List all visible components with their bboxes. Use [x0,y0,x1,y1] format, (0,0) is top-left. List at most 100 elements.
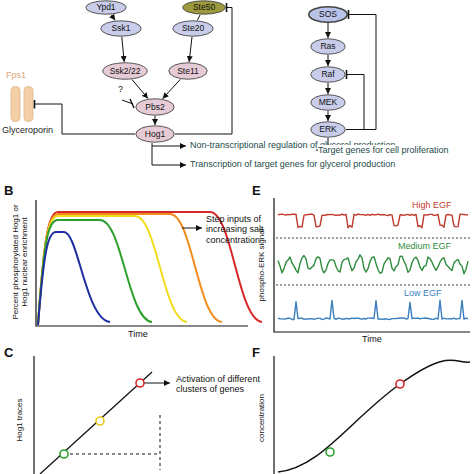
kinase-node: ERK [310,121,346,138]
activation-connector [189,37,192,62]
node-shape [86,1,126,14]
kinase-node: Ste11 [168,62,208,80]
node-label: SOS [319,10,337,19]
response-curve [38,216,187,325]
protein-node: Ypd1 [85,0,127,15]
node-label: Ste20 [182,24,204,33]
inhibition-connector [346,15,376,130]
annotation-text: Activation of different clusters of gene… [176,374,272,395]
panel-letter: C [4,346,13,361]
activation-connector [197,15,200,20]
channel-subunit [11,87,20,122]
kinase-node: Pbs2 [135,98,175,116]
threshold-marker [396,380,404,388]
channel-node: Fps1Glyceroporin [10,86,34,122]
annotation-text: Low EGF [404,288,442,298]
annotation-text: Transcription of target genes for glycer… [190,159,430,169]
axis-label: Percent phosphorylated Hog1 or Hog1 nucl… [11,199,29,325]
output-arrow [152,143,186,165]
threshold-marker [136,379,144,387]
panel-letter: E [252,184,261,199]
erk-traces [278,214,468,319]
threshold-marker [326,448,334,456]
node-shape [136,99,174,115]
node-label: Raf [321,70,334,79]
axis-label: concentration [257,373,266,463]
annotation-text: Time [362,334,382,344]
annotation-text: ? [118,84,123,94]
dashed-guide [160,415,161,470]
kinase-node: Raf [310,66,346,83]
node-label: Ssk1 [112,24,131,33]
axis-lines [33,356,34,474]
activation-connector [163,79,181,98]
channel-subunit [24,87,33,122]
panel-letter: B [4,184,13,199]
activation-connector [328,111,329,121]
output-arrow [152,146,186,147]
signal-trace [278,300,468,319]
activation-connector [328,83,329,94]
node-label: Ypd1 [96,3,115,12]
node-shape [103,63,147,79]
dose-curve [278,360,470,472]
node-label: Ste11 [177,67,199,76]
node-shape [136,126,174,142]
dotted-separator [276,238,470,239]
node-label: Pbs2 [145,103,164,112]
node-label: Ste50 [193,3,215,12]
inhibition-connector [175,8,232,135]
node-outline [10,86,34,122]
inhibition-bar [130,99,134,108]
annotation-text: Target genes for cell proliferation [318,145,468,155]
dotted-separator [276,285,470,286]
kinase-node: Hog1 [135,125,175,143]
annotation-text: Step inputs of increasing salt concentra… [206,214,292,245]
inhibition-connector [346,75,364,130]
response-curve [38,220,152,325]
node-shape [309,7,347,22]
activation-connector [111,15,115,20]
protein-node: Ssk1 [100,20,142,37]
node-label: MEK [319,98,337,107]
dashed-guide [64,454,160,455]
node-caption: Glyceroporin [2,126,53,135]
node-shape [173,21,213,36]
node-label: Ras [320,42,335,51]
activation-connector [328,23,329,38]
node-shape [169,63,207,79]
node-shape [311,95,345,110]
kinase-node: Ssk2/22 [102,62,148,80]
response-curve [38,214,222,325]
activation-connector [155,116,156,125]
protein-node: Ras [310,38,346,55]
protein-node: Ste20 [172,20,214,37]
node-shape [311,39,345,54]
threshold-marker [96,417,104,425]
axis-lines [273,356,274,474]
protein-node: SOS [308,6,348,23]
node-label: ERK [319,125,336,134]
annotation-arrow [182,228,202,229]
node-label: Fps1 [6,71,26,80]
inhibition-connector [34,104,135,134]
adaptor-node: Ste50 [182,0,226,15]
axis-label: phospho-ERK signal [257,210,266,320]
signal-trace [278,214,468,228]
node-shape [183,1,225,14]
annotation-text: High EGF [412,200,452,210]
kinase-node: MEK [310,94,346,111]
axis-lines [274,198,470,332]
annotation-text: Time [128,329,148,339]
node-label: Hog1 [145,130,165,139]
panel-letter: F [252,346,260,361]
node-shape [311,67,345,82]
trend-line [40,372,152,474]
signal-trace [278,255,468,274]
annotation-text: Medium EGF [398,241,451,251]
axis-label: Hog1 traces [15,375,24,465]
threshold-marker [60,450,68,458]
